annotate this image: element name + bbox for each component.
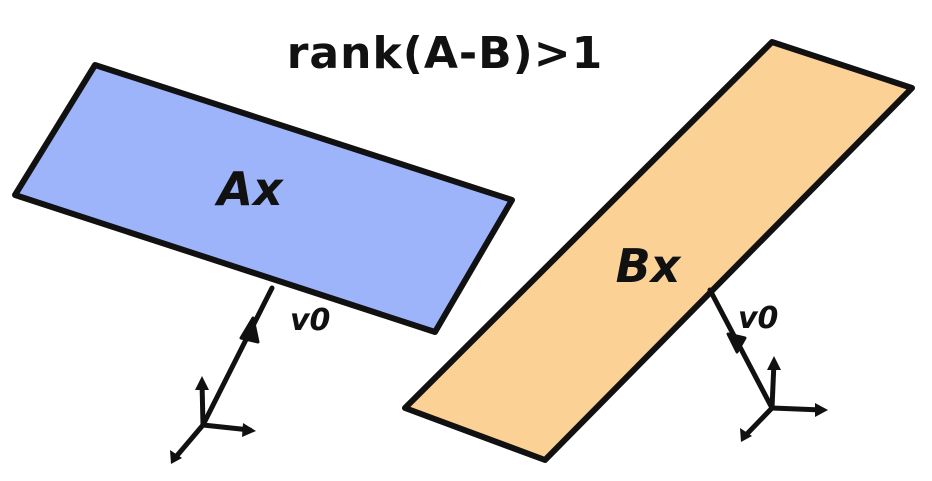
plane-b: [402, 39, 915, 463]
right-axes: [740, 356, 828, 442]
right-vector-label: v0: [738, 301, 778, 336]
left-axes: [170, 376, 256, 464]
plane-b-label: Bx: [616, 239, 682, 293]
right-vector-arrowhead: [726, 332, 747, 354]
left-vector-arrowhead: [239, 316, 260, 344]
plane-a-label: Ax: [214, 162, 284, 216]
left-vector-label: v0: [290, 303, 330, 338]
title-label: rank(A-B)>1: [287, 28, 604, 79]
plane-a: [12, 62, 515, 335]
left-normal-vector: [200, 285, 275, 428]
right-normal-vector: [707, 287, 775, 411]
